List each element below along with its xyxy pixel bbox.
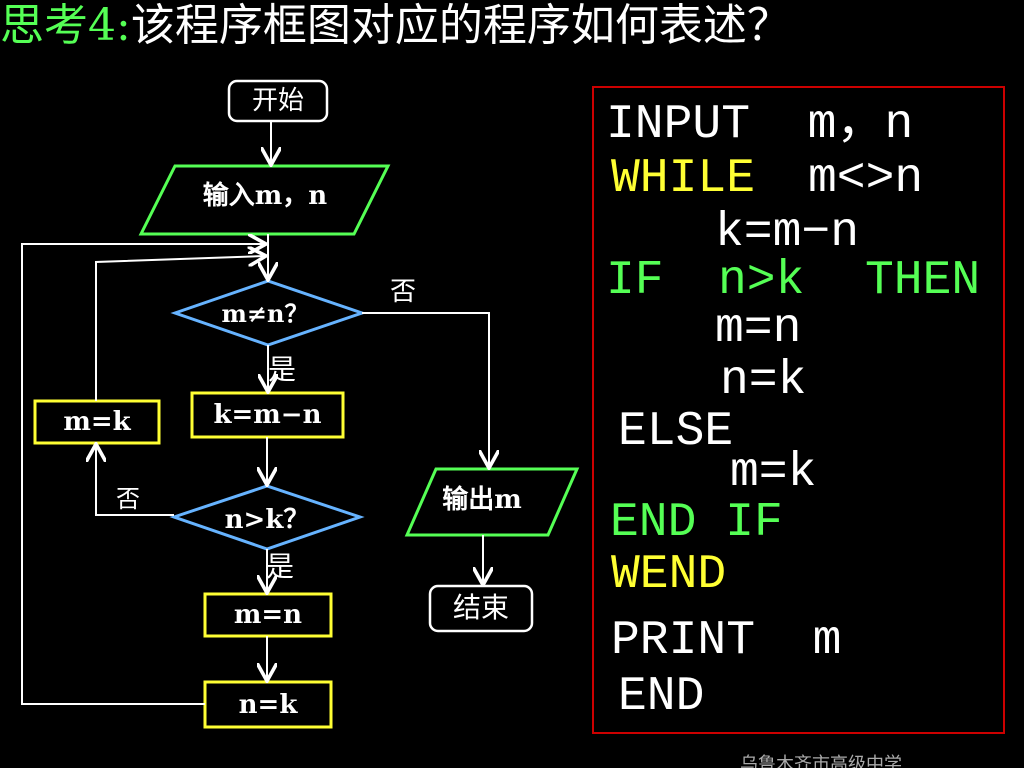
code-line-10: WEND <box>611 548 727 602</box>
slide-title: 思考4:该程序框图对应的程序如何表述？ <box>0 0 1024 52</box>
code-line-1: INPUT m，n <box>606 98 914 152</box>
title-prefix: 思考4: <box>0 0 131 51</box>
step-m-eq-n-label: m=n <box>233 600 303 630</box>
cond1-label: m≠n？ <box>221 299 309 328</box>
code-panel-border <box>592 86 1005 734</box>
flow-lines <box>21 121 489 705</box>
cond2-yes-label: 是 <box>266 550 295 583</box>
code-line-4-then: THEN <box>865 254 981 308</box>
title-text: 该程序框图对应的程序如何表述？ <box>130 0 791 51</box>
school-footer: 乌鲁木齐市高级中学 <box>740 754 902 768</box>
cond2-label: n>k？ <box>224 505 310 535</box>
input-parallelogram <box>138 164 391 236</box>
end-label: 结束 <box>452 591 509 624</box>
code-line-7: ELSE <box>618 405 734 459</box>
code-line-9: END IF <box>610 496 783 550</box>
code-line-4-if: IF <box>606 254 664 308</box>
cond1-no-label: 否 <box>390 277 417 307</box>
code-line-3: k=m−n <box>715 206 860 260</box>
code-line-5: m=n <box>715 302 802 356</box>
output-label: 输出m <box>442 485 522 515</box>
cond2-no-label: 否 <box>116 485 140 513</box>
code-line-2-cond: m<>n <box>808 152 924 206</box>
code-line-11: PRINT m <box>611 614 842 668</box>
code-line-8: m=k <box>730 446 817 500</box>
output-parallelogram <box>404 467 580 537</box>
start-terminal <box>227 79 329 123</box>
code-line-2-keyword: WHILE <box>611 152 756 206</box>
cond2-diamond <box>169 484 365 551</box>
step-m-eq-k-label: m=k <box>63 407 131 437</box>
step-k-label: k=m−n <box>213 400 322 430</box>
input-label: 输入m，n <box>202 181 328 211</box>
code-line-12: END <box>618 670 705 724</box>
code-line-4-cond: n>k <box>718 254 805 308</box>
code-line-6: n=k <box>720 354 807 408</box>
step-n-eq-k-label: n=k <box>238 690 298 720</box>
cond1-yes-label: 是 <box>268 353 297 386</box>
start-label: 开始 <box>251 86 304 116</box>
